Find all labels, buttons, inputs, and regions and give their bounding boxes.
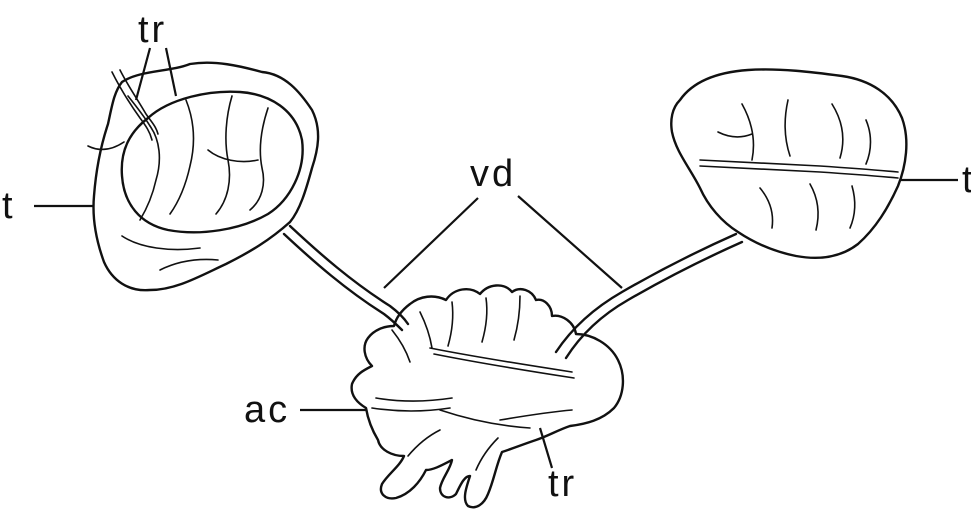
accessory-gland (352, 285, 623, 507)
left-testis (88, 63, 318, 291)
label-accessory-gland: ac (244, 389, 290, 431)
right-testis (671, 69, 906, 257)
leader-vd-left (384, 198, 478, 288)
label-testis-left: t (2, 185, 16, 227)
label-trachea-top: tr (138, 9, 167, 51)
label-trachea-bottom: tr (548, 463, 577, 505)
label-testis-right: t (962, 159, 971, 201)
leader-vd-right (518, 196, 622, 288)
label-vas-deferens: vd (470, 153, 516, 195)
leader-trachea-top-b (166, 48, 176, 96)
